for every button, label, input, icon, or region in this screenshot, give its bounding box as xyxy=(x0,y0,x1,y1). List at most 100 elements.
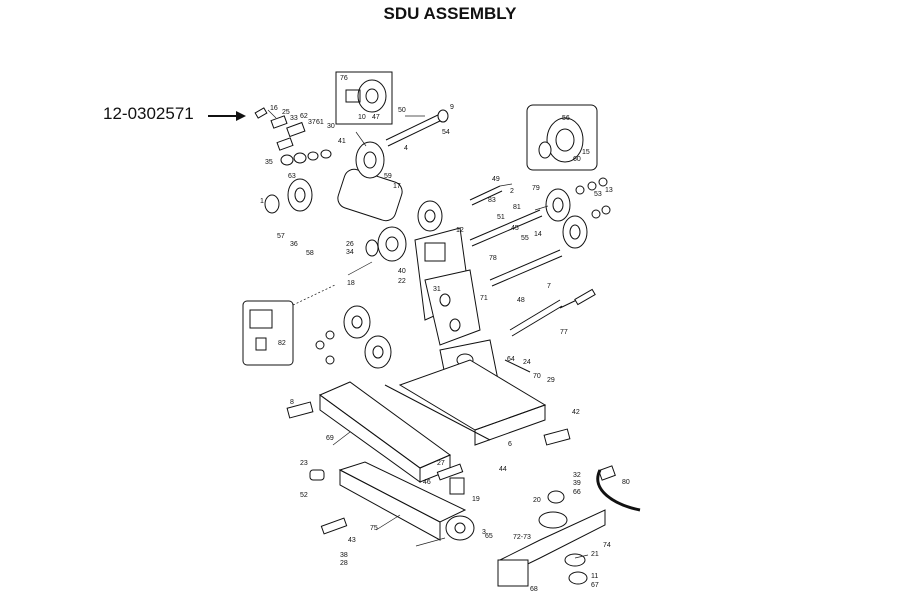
ref-63: 63 xyxy=(288,173,296,180)
ref-16: 16 xyxy=(270,105,278,112)
ref-32: 32 xyxy=(573,472,581,479)
ref-55: 55 xyxy=(521,235,529,242)
ref-82: 82 xyxy=(278,340,286,347)
ref-4: 4 xyxy=(404,145,408,152)
ref-26: 26 xyxy=(346,241,354,248)
ref-40: 40 xyxy=(398,268,406,275)
ref-24: 24 xyxy=(523,359,531,366)
reference-numbers: 16 25 33 62 37 61 30 41 10 47 50 54 76 9… xyxy=(260,75,630,593)
ref-33: 33 xyxy=(290,115,298,122)
ref-12: 12 xyxy=(456,227,464,234)
ref-70: 70 xyxy=(533,373,541,380)
ref-11: 11 xyxy=(591,573,598,580)
ref-9: 9 xyxy=(450,104,454,111)
ref-56: 56 xyxy=(562,115,570,122)
right-wheel-stack xyxy=(469,177,611,287)
ref-31: 31 xyxy=(433,286,441,293)
ref-22: 22 xyxy=(398,278,406,285)
small-plates xyxy=(286,401,571,535)
ref-78: 78 xyxy=(489,255,497,262)
ref-83: 83 xyxy=(488,197,496,204)
ref-80: 80 xyxy=(622,479,630,486)
ref-76: 76 xyxy=(340,75,348,82)
callout-arrow xyxy=(208,111,246,121)
ref-6: 6 xyxy=(508,441,512,448)
ref-62: 62 xyxy=(300,113,308,120)
ref-50: 50 xyxy=(398,107,406,114)
ref-10: 10 xyxy=(358,114,366,121)
ref-75: 75 xyxy=(370,525,378,532)
ref-3: 3 xyxy=(482,529,486,536)
ref-48: 48 xyxy=(517,297,525,304)
ref-2: 2 xyxy=(510,188,514,195)
ref-35: 35 xyxy=(265,159,273,166)
ref-66: 66 xyxy=(573,489,581,496)
ref-13: 13 xyxy=(605,187,613,194)
ref-49: 49 xyxy=(492,176,500,183)
page-title: SDU ASSEMBLY xyxy=(383,4,517,23)
ref-17: 17 xyxy=(393,183,401,190)
left-lower-wheel-stack xyxy=(315,305,392,369)
ref-29: 29 xyxy=(547,377,555,384)
ref-36: 36 xyxy=(290,241,298,248)
ref-42: 42 xyxy=(572,409,580,416)
ref-81: 81 xyxy=(513,204,521,211)
ref-69: 69 xyxy=(326,435,334,442)
part-number-callout: 12-0302571 xyxy=(103,104,194,123)
ref-38: 38 xyxy=(340,552,348,559)
ref-23: 23 xyxy=(300,460,308,467)
ref-61: 61 xyxy=(316,119,324,126)
ref-68: 68 xyxy=(530,586,538,593)
right-shafts xyxy=(509,288,596,337)
ref-79: 79 xyxy=(532,185,540,192)
ref-20: 20 xyxy=(533,497,541,504)
ref-47: 47 xyxy=(372,114,380,121)
small-hardware-group xyxy=(254,107,332,166)
ref-30: 30 xyxy=(327,123,335,130)
ref-59: 59 xyxy=(384,173,392,180)
ref-71: 71 xyxy=(480,295,488,302)
ref-53: 53 xyxy=(594,191,602,198)
ref-37: 37 xyxy=(308,119,316,126)
ref-64: 64 xyxy=(507,356,515,363)
ref-77: 77 xyxy=(560,329,568,336)
ref-43: 43 xyxy=(348,537,356,544)
ref-7: 7 xyxy=(547,283,551,290)
ref-1: 1 xyxy=(260,198,264,205)
ref-14: 14 xyxy=(534,231,542,238)
ref-15: 15 xyxy=(582,149,590,156)
ref-57: 57 xyxy=(277,233,285,240)
ref-52: 52 xyxy=(300,492,308,499)
center-frame xyxy=(414,227,481,346)
ref-41: 41 xyxy=(338,138,346,145)
ref-54: 54 xyxy=(442,129,450,136)
ref-18: 18 xyxy=(347,280,355,287)
ref-65: 65 xyxy=(485,533,493,540)
frame-74 xyxy=(497,490,606,587)
ref-21: 21 xyxy=(591,551,599,558)
ref-45: 45 xyxy=(511,225,519,232)
ref-19: 19 xyxy=(472,496,480,503)
ref-39: 39 xyxy=(573,480,581,487)
ref-46: 46 xyxy=(423,479,431,486)
ref-74: 74 xyxy=(603,542,611,549)
ref-25: 25 xyxy=(282,109,290,116)
inset-box-76 xyxy=(335,71,393,125)
leader-lines xyxy=(267,109,589,559)
ref-28: 28 xyxy=(340,560,348,567)
ref-58: 58 xyxy=(306,250,314,257)
ref-8: 8 xyxy=(290,399,294,406)
frame-right xyxy=(398,359,547,446)
upper-shaft-assembly xyxy=(264,109,503,262)
ref-34: 34 xyxy=(346,249,354,256)
ref-72-73: 72-73 xyxy=(513,534,531,541)
ref-60: 60 xyxy=(573,156,581,163)
frame-75 xyxy=(309,461,475,541)
handle-80 xyxy=(596,465,641,512)
ref-67: 67 xyxy=(591,582,599,589)
ref-27: 27 xyxy=(437,460,445,467)
inset-box-79 xyxy=(526,104,598,171)
ref-44: 44 xyxy=(499,466,507,473)
